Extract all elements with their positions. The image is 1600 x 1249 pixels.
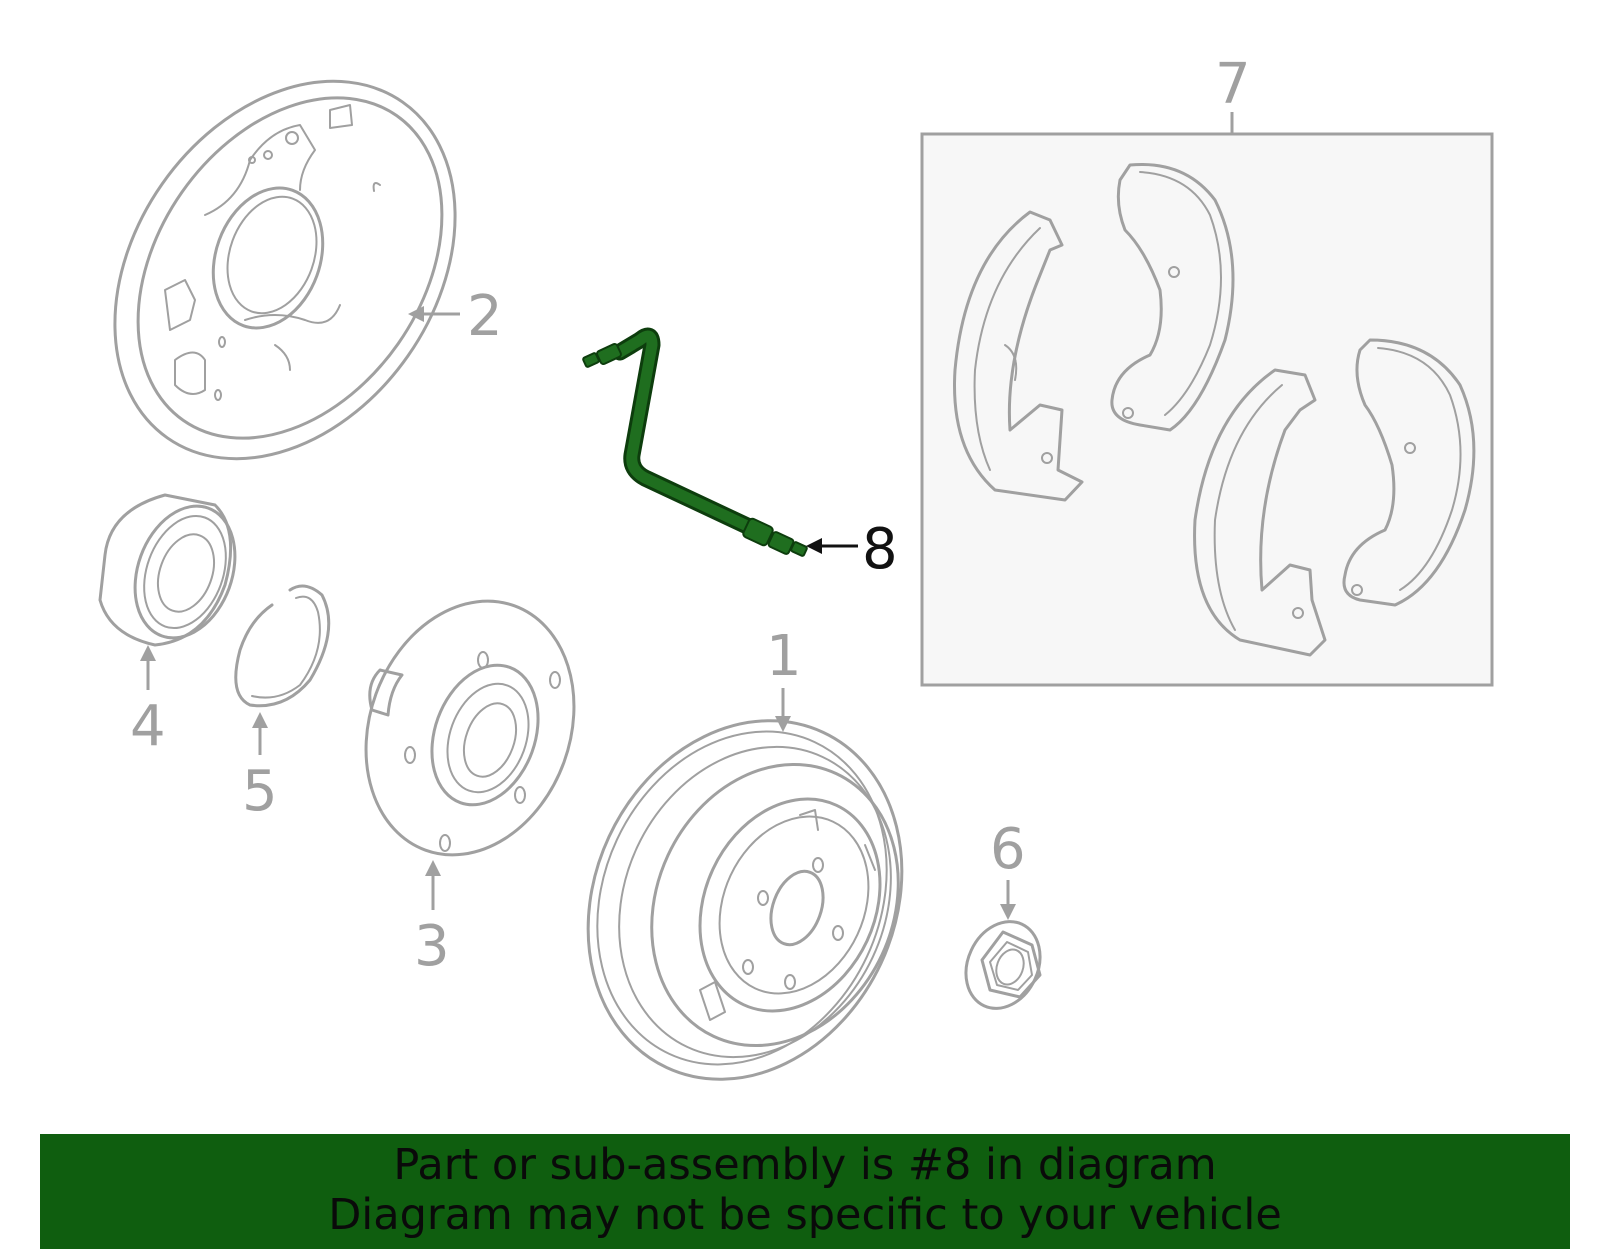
callout-8-label: 8 <box>862 517 898 582</box>
hub-nut-part[interactable] <box>952 909 1053 1020</box>
callout-5: 5 <box>242 712 278 824</box>
brake-hose-part[interactable] <box>582 327 808 557</box>
wheel-hub-part[interactable] <box>332 572 609 885</box>
footer-line-1: Part or sub-assembly is #8 in diagram <box>393 1140 1217 1190</box>
callout-4-label: 4 <box>130 694 166 759</box>
callout-4: 4 <box>130 645 166 759</box>
backing-plate-part[interactable] <box>45 16 526 524</box>
callout-7: 7 <box>1215 52 1251 134</box>
callout-6: 6 <box>990 817 1026 920</box>
callout-6-label: 6 <box>990 817 1026 882</box>
snap-ring-part[interactable] <box>234 584 331 708</box>
callout-2-label: 2 <box>467 284 503 349</box>
callout-3-label: 3 <box>414 914 450 979</box>
footer-banner: Part or sub-assembly is #8 in diagram Di… <box>40 1134 1570 1249</box>
footer-line-2: Diagram may not be specific to your vehi… <box>328 1190 1282 1240</box>
callout-1: 1 <box>766 624 802 732</box>
callout-2: 2 <box>408 284 503 349</box>
brake-shoe-set-part[interactable] <box>920 132 1494 687</box>
brake-drum-part[interactable] <box>531 669 959 1131</box>
callout-3: 3 <box>414 860 450 979</box>
callout-7-label: 7 <box>1215 52 1251 117</box>
callout-8: 8 <box>806 517 898 582</box>
callout-1-label: 1 <box>766 624 802 689</box>
wheel-bearing-part[interactable] <box>98 492 252 652</box>
callout-5-label: 5 <box>242 759 278 824</box>
